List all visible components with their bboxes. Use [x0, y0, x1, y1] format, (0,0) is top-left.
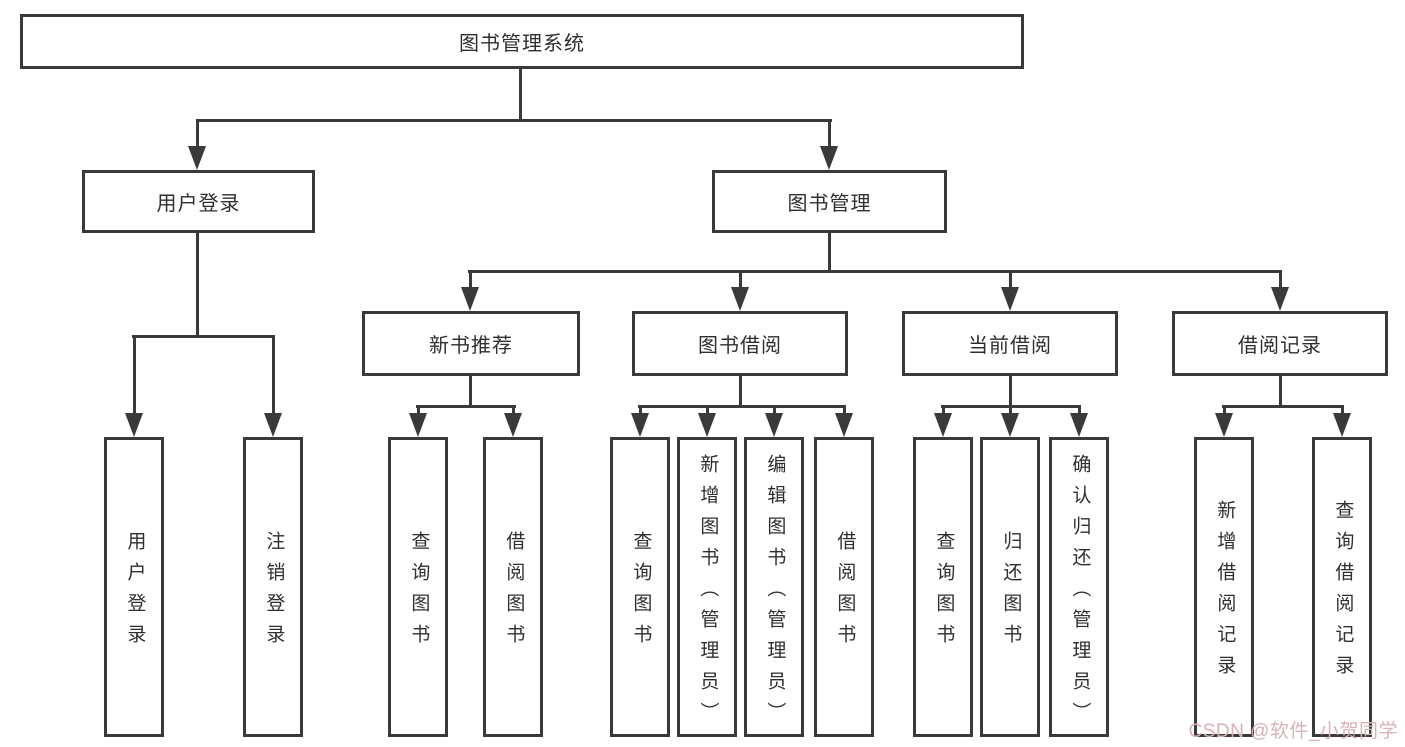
leaf-records-add-record-label: 新增借阅记录 [1214, 500, 1236, 686]
node-borrowing-records-label: 借阅记录 [1238, 335, 1322, 357]
leaf-borrowing-borrow-book-label: 借阅图书 [834, 531, 856, 655]
connector-line [1078, 405, 1081, 415]
leaf-recommend-borrow-book: 借阅图书 [483, 437, 543, 737]
connector-line [196, 233, 199, 337]
leaf-borrowing-add-book-admin: 新增图书（管理员） [677, 437, 737, 737]
leaf-recommend-borrow-book-label: 借阅图书 [503, 531, 525, 655]
node-book-borrowing-label: 图书借阅 [698, 335, 782, 357]
connector-line [638, 405, 846, 408]
arrowhead-icon [698, 413, 716, 437]
connector-line [1009, 405, 1012, 415]
connector-line [512, 405, 515, 415]
connector-line [196, 119, 199, 149]
arrowhead-icon [631, 413, 649, 437]
leaf-user-login: 用户登录 [104, 437, 164, 737]
node-root-label: 图书管理系统 [459, 33, 585, 55]
leaf-current-return-book: 归还图书 [980, 437, 1040, 737]
leaf-recommend-query-book-label: 查询图书 [408, 531, 430, 655]
node-new-book-recommend: 新书推荐 [362, 311, 580, 376]
connector-line [468, 270, 1281, 273]
leaf-records-query-record-label: 查询借阅记录 [1332, 500, 1354, 686]
leaf-logout-label: 注销登录 [263, 531, 285, 655]
leaf-borrowing-query-book-label: 查询图书 [630, 531, 652, 655]
connector-line [843, 405, 846, 415]
leaf-user-login-label: 用户登录 [124, 531, 146, 655]
connector-line [739, 270, 742, 290]
connector-line [942, 405, 945, 415]
leaf-recommend-query-book: 查询图书 [388, 437, 448, 737]
node-book-management: 图书管理 [712, 170, 947, 233]
arrowhead-icon [125, 413, 143, 437]
leaf-current-return-book-label: 归还图书 [1000, 531, 1022, 655]
arrowhead-icon [731, 287, 749, 311]
leaf-borrowing-edit-book-admin: 编辑图书（管理员） [744, 437, 804, 737]
connector-line [132, 335, 275, 338]
connector-line [417, 405, 420, 415]
node-book-borrowing: 图书借阅 [632, 311, 848, 376]
arrowhead-icon [835, 413, 853, 437]
node-current-borrowing: 当前借阅 [902, 311, 1118, 376]
arrowhead-icon [504, 413, 522, 437]
connector-line [519, 68, 522, 122]
connector-line [773, 405, 776, 415]
node-book-management-label: 图书管理 [787, 193, 872, 215]
arrowhead-icon [1070, 413, 1088, 437]
connector-line [706, 405, 709, 415]
connector-line [196, 119, 832, 122]
connector-line [272, 335, 275, 415]
arrowhead-icon [1001, 413, 1019, 437]
leaf-current-query-book-label: 查询图书 [933, 531, 955, 655]
leaf-records-query-record: 查询借阅记录 [1312, 437, 1372, 737]
node-borrowing-records: 借阅记录 [1172, 311, 1388, 376]
connector-line [828, 119, 831, 149]
node-root: 图书管理系统 [20, 14, 1024, 69]
node-current-borrowing-label: 当前借阅 [968, 335, 1052, 357]
connector-line [739, 376, 742, 407]
connector-line [1222, 405, 1344, 408]
leaf-borrowing-edit-book-admin-label: 编辑图书（管理员） [764, 453, 786, 733]
leaf-current-confirm-return-admin: 确认归还（管理员） [1049, 437, 1109, 737]
connector-line [416, 405, 516, 408]
connector-line [469, 270, 472, 290]
node-user-login-label: 用户登录 [156, 193, 241, 215]
arrowhead-icon [1271, 287, 1289, 311]
arrowhead-icon [820, 146, 838, 170]
connector-line [1009, 270, 1012, 290]
arrowhead-icon [409, 413, 427, 437]
arrowhead-icon [1001, 287, 1019, 311]
arrowhead-icon [188, 146, 206, 170]
arrowhead-icon [1333, 413, 1351, 437]
leaf-logout: 注销登录 [243, 437, 303, 737]
arrowhead-icon [765, 413, 783, 437]
connector-line [133, 335, 136, 415]
csdn-watermark: CSDN @软件_小贺同学 [1188, 721, 1398, 742]
connector-line [828, 233, 831, 272]
node-new-book-recommend-label: 新书推荐 [429, 335, 513, 357]
arrowhead-icon [461, 287, 479, 311]
leaf-current-query-book: 查询图书 [913, 437, 973, 737]
leaf-borrowing-add-book-admin-label: 新增图书（管理员） [697, 453, 719, 733]
arrowhead-icon [1215, 413, 1233, 437]
leaf-current-confirm-return-admin-label: 确认归还（管理员） [1069, 453, 1091, 733]
leaf-borrowing-query-book: 查询图书 [610, 437, 670, 737]
node-user-login: 用户登录 [82, 170, 315, 233]
connector-line [1279, 376, 1282, 407]
arrowhead-icon [264, 413, 282, 437]
arrowhead-icon [934, 413, 952, 437]
connector-line [1341, 405, 1344, 415]
connector-line [639, 405, 642, 415]
leaf-records-add-record: 新增借阅记录 [1194, 437, 1254, 737]
connector-line [469, 376, 472, 407]
leaf-borrowing-borrow-book: 借阅图书 [814, 437, 874, 737]
connector-line [1223, 405, 1226, 415]
connector-line [1009, 376, 1012, 407]
connector-line [1279, 270, 1282, 290]
